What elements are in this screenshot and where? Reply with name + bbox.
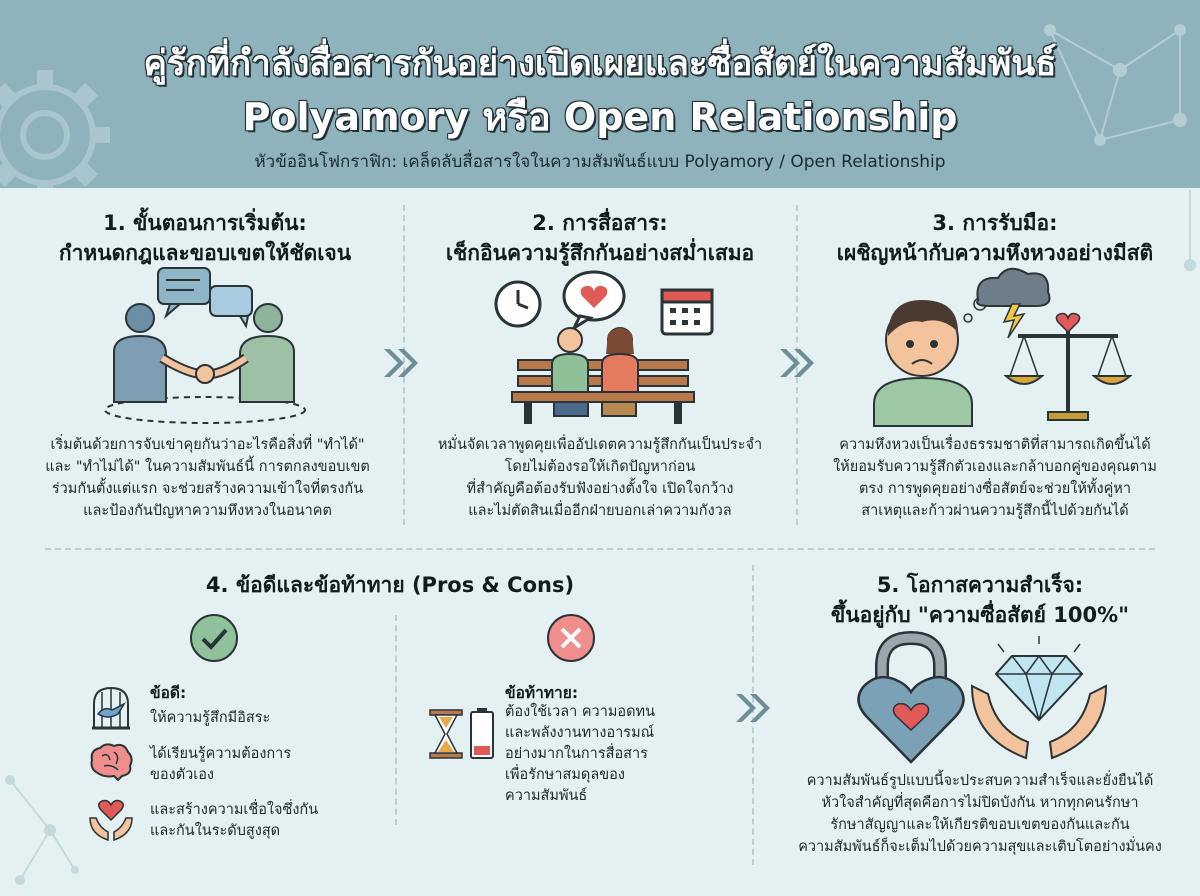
network-decoration-icon	[1044, 24, 1187, 146]
brain-icon	[90, 743, 133, 782]
divider	[45, 548, 1155, 550]
header: คู่รักที่กำลังสื่อสารกันอย่างเปิดเผยและซ…	[0, 0, 1200, 188]
battery-low-icon	[470, 708, 494, 759]
heart-hands-icon	[89, 799, 133, 842]
chevron-right-icon	[780, 349, 814, 377]
pros-heading: ข้อดี:	[150, 684, 187, 702]
cross-circle-icon	[547, 614, 595, 662]
heart-lock-icon	[857, 630, 965, 764]
section-5-text: ความสัมพันธ์รูปแบบนี้จะประสบความสำเร็จแล…	[798, 773, 1162, 855]
section-5-title: 5. โอกาสความสำเร็จ: ขึ้นอยู่กับ "ความซื่…	[830, 573, 1130, 627]
section-1-text: เริ่มต้นด้วยการจับเข่าคุยกันว่าอะไรคือสิ…	[45, 437, 370, 519]
pros-item: ให้ความรู้สึกมีอิสระ	[150, 710, 271, 726]
divider	[403, 205, 405, 525]
divider	[752, 565, 754, 865]
chevron-right-icon	[736, 694, 770, 722]
pros-item: ได้เรียนรู้ความต้องการ ของตัวเอง	[150, 746, 292, 783]
section-1-title: 1. ขั้นตอนการเริ่มต้น: กำหนดกฎและขอบเขตใ…	[58, 211, 352, 265]
section-2-title: 2. การสื่อสาร: เช็กอินความรู้สึกกันอย่าง…	[445, 211, 755, 265]
gear-decoration-icon	[0, 70, 110, 188]
network-decoration-icon	[5, 775, 79, 885]
section-4-title: 4. ข้อดีและข้อท้าทาย (Pros & Cons)	[205, 573, 575, 597]
section-3-text: ความหึงหวงเป็นเรื่องธรรมชาติที่สามารถเกิ…	[833, 437, 1157, 519]
title-line-1: คู่รักที่กำลังสื่อสารกันอย่างเปิดเผยและซ…	[143, 44, 1057, 84]
birdcage-icon	[92, 686, 130, 730]
pros-item: และสร้างความเชื่อใจซึ่งกัน และกันในระดับ…	[150, 802, 319, 839]
subtitle: หัวข้ออินโฟกราฟิก: เคล็ดลับสื่อสารใจในคว…	[254, 152, 946, 172]
diamond-hands-icon	[970, 636, 1108, 760]
hourglass-icon	[429, 709, 463, 759]
chevron-right-icon	[384, 349, 418, 377]
check-circle-icon	[190, 614, 238, 662]
section-3-title: 3. การรับมือ: เผชิญหน้ากับความหึงหวงอย่า…	[836, 211, 1154, 265]
couple-on-bench-icon	[494, 270, 714, 424]
cons-text: ต้องใช้เวลา ความอดทน และพลังงานทางอารมณ์…	[505, 704, 655, 804]
title-line-2: Polyamory หรือ Open Relationship	[242, 95, 958, 139]
cons-heading: ข้อท้าทาย:	[505, 684, 579, 702]
divider	[395, 615, 397, 825]
section-2-text: หมั่นจัดเวลาพูดคุยเพื่ออัปเดตความรู้สึกก…	[437, 437, 763, 519]
network-decoration-icon	[1184, 190, 1196, 271]
worried-person-icon	[873, 267, 1133, 427]
handshake-icon	[104, 267, 306, 424]
